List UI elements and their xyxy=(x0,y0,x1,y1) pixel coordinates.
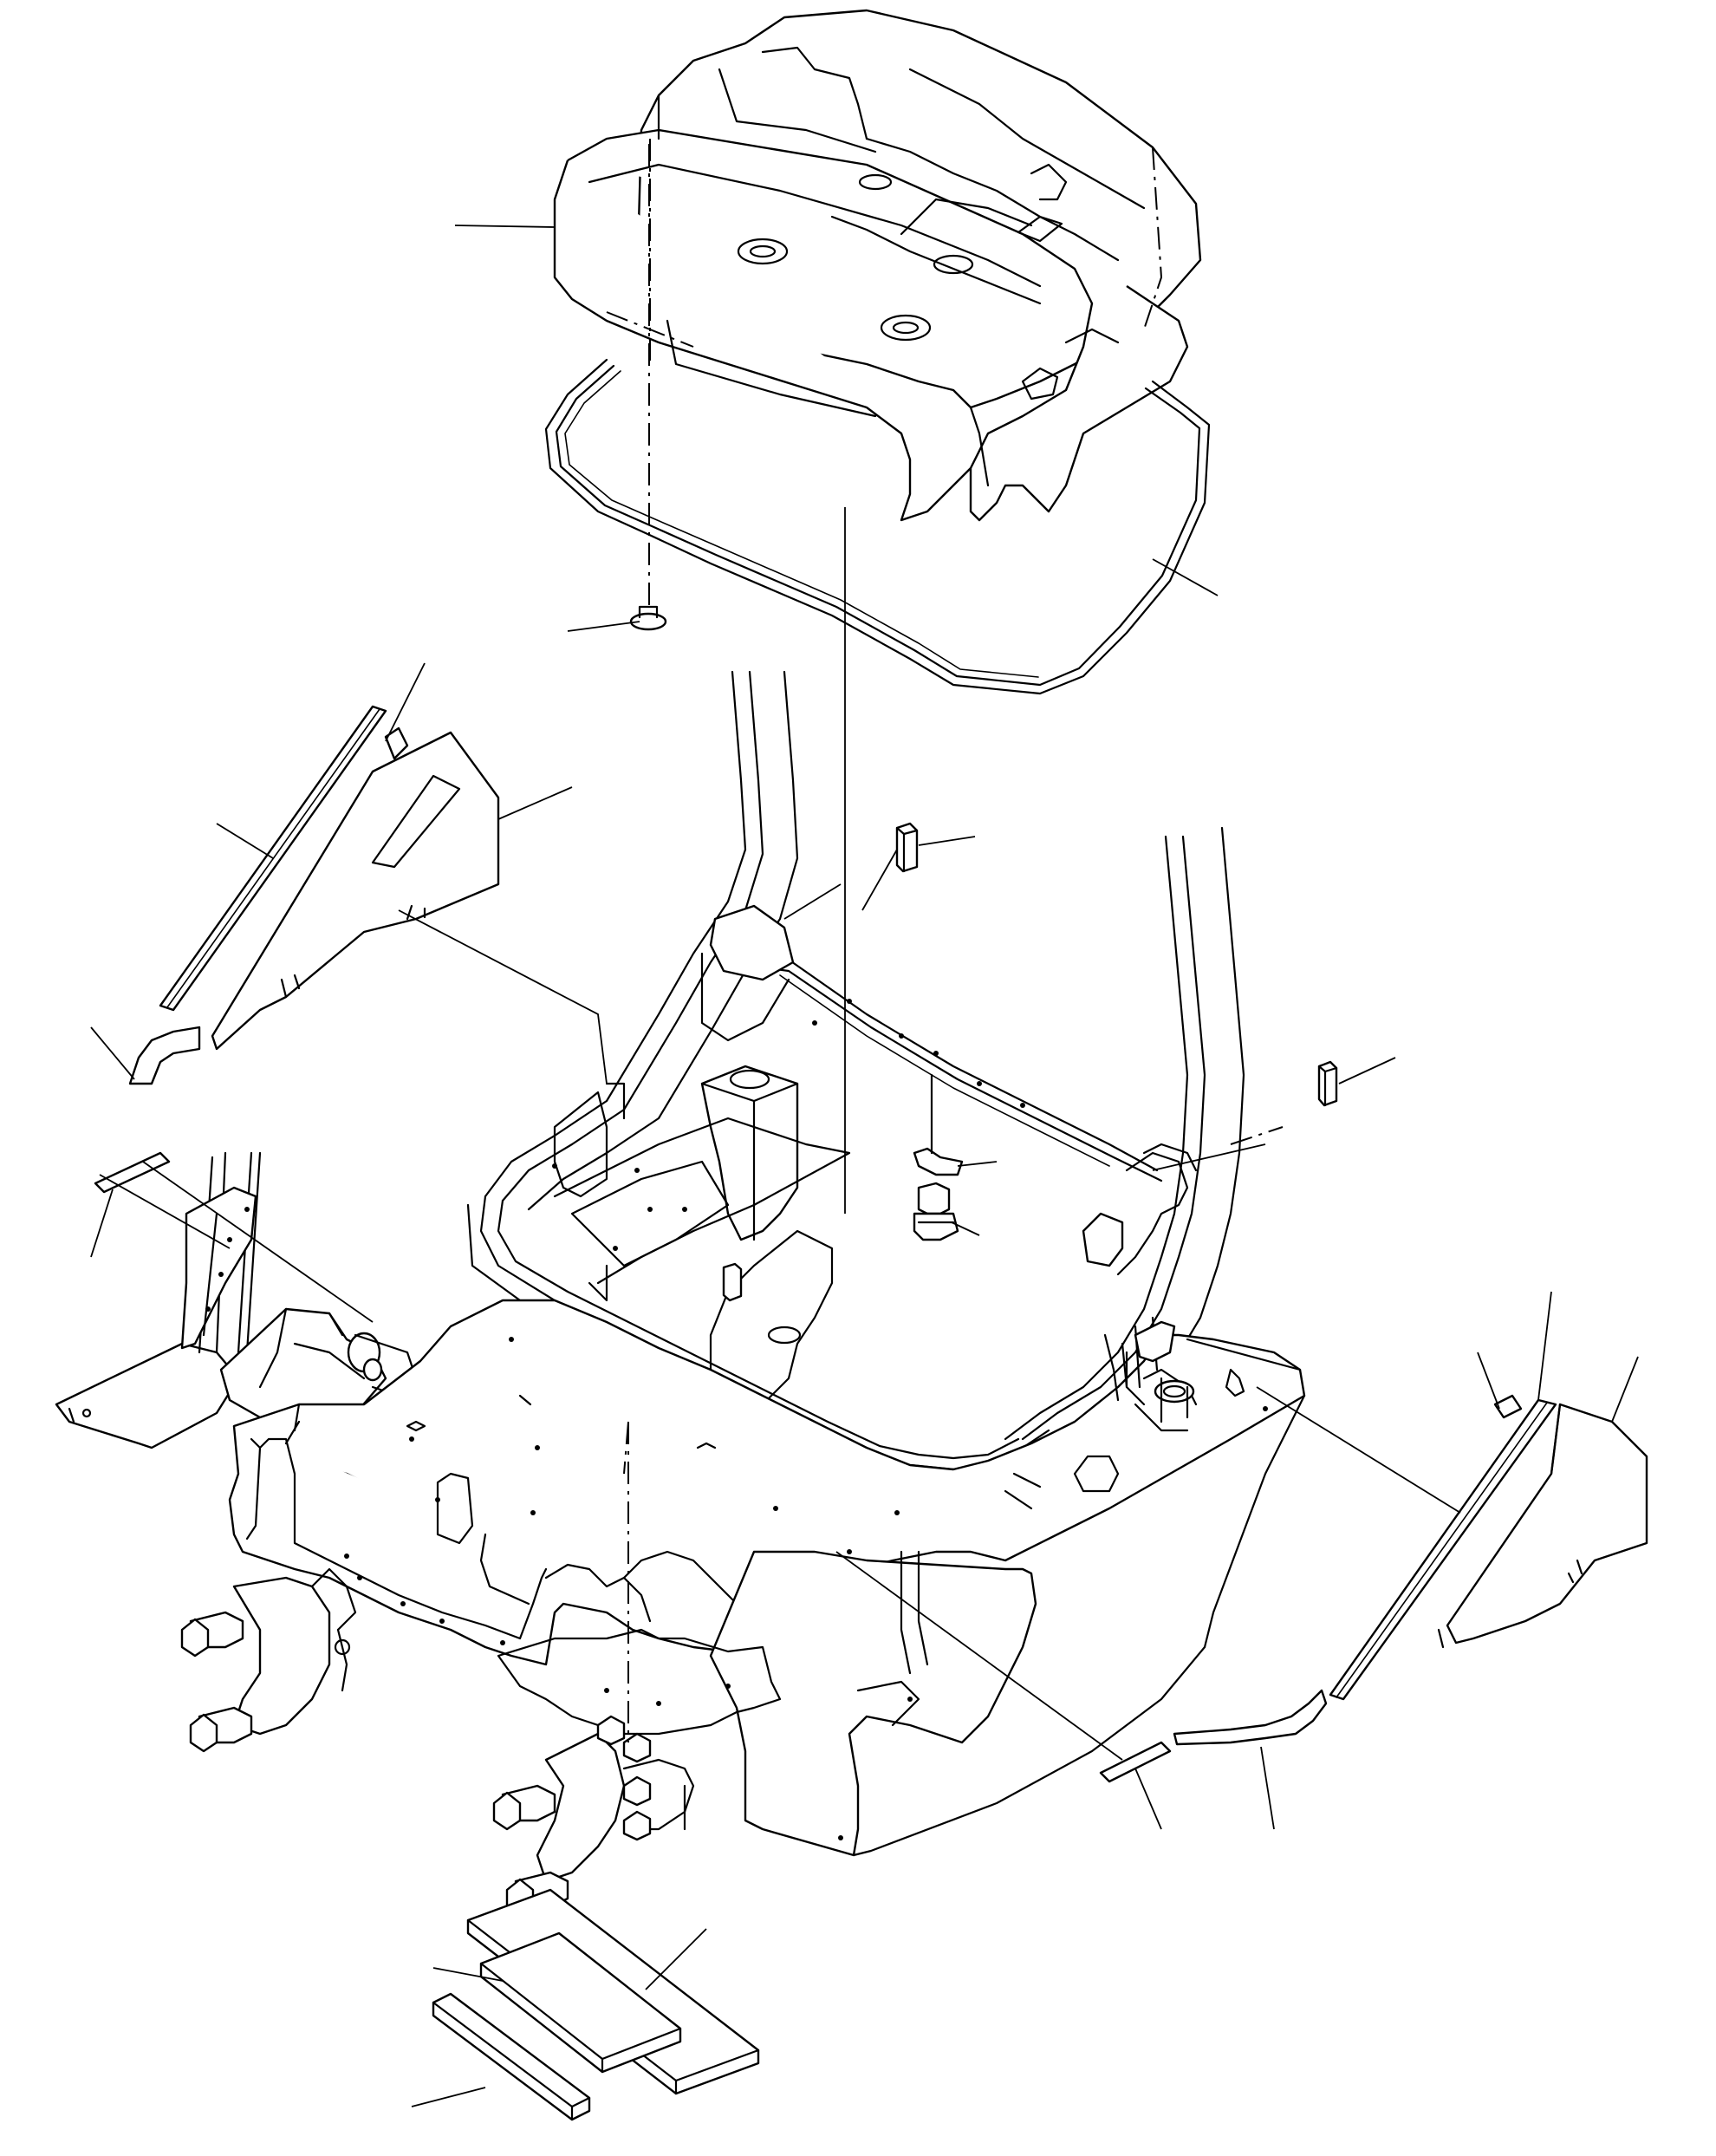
left-curved-seal xyxy=(128,1026,201,1085)
cover-seal-gasket xyxy=(544,358,1211,695)
seat-tub-cover xyxy=(553,9,1202,522)
operator-frame xyxy=(466,670,1245,1471)
right-pad-block xyxy=(1317,1060,1338,1107)
left-side-cover-panel xyxy=(211,731,500,1051)
hinge-bolts-left xyxy=(180,1567,357,1753)
grommet-small xyxy=(629,605,667,631)
top-pad-block xyxy=(895,822,919,873)
right-trim-strip-long xyxy=(1329,1398,1557,1701)
hinge-bolts-right xyxy=(492,1715,695,1918)
right-trim-strip-top xyxy=(1493,1394,1523,1419)
center-small-block xyxy=(722,1262,743,1302)
right-curved-seal xyxy=(1173,1689,1328,1746)
latch-bracket xyxy=(913,1073,964,1176)
bottom-plate-small xyxy=(432,1992,591,2121)
right-small-pad xyxy=(1099,1741,1172,1783)
left-trim-strip-top xyxy=(384,726,409,760)
operator-frame-base xyxy=(55,1151,1306,1918)
latch-striker-bolt xyxy=(913,1182,959,1241)
leader-lines xyxy=(90,225,1639,2107)
right-side-cover-panel xyxy=(1437,1403,1648,1649)
